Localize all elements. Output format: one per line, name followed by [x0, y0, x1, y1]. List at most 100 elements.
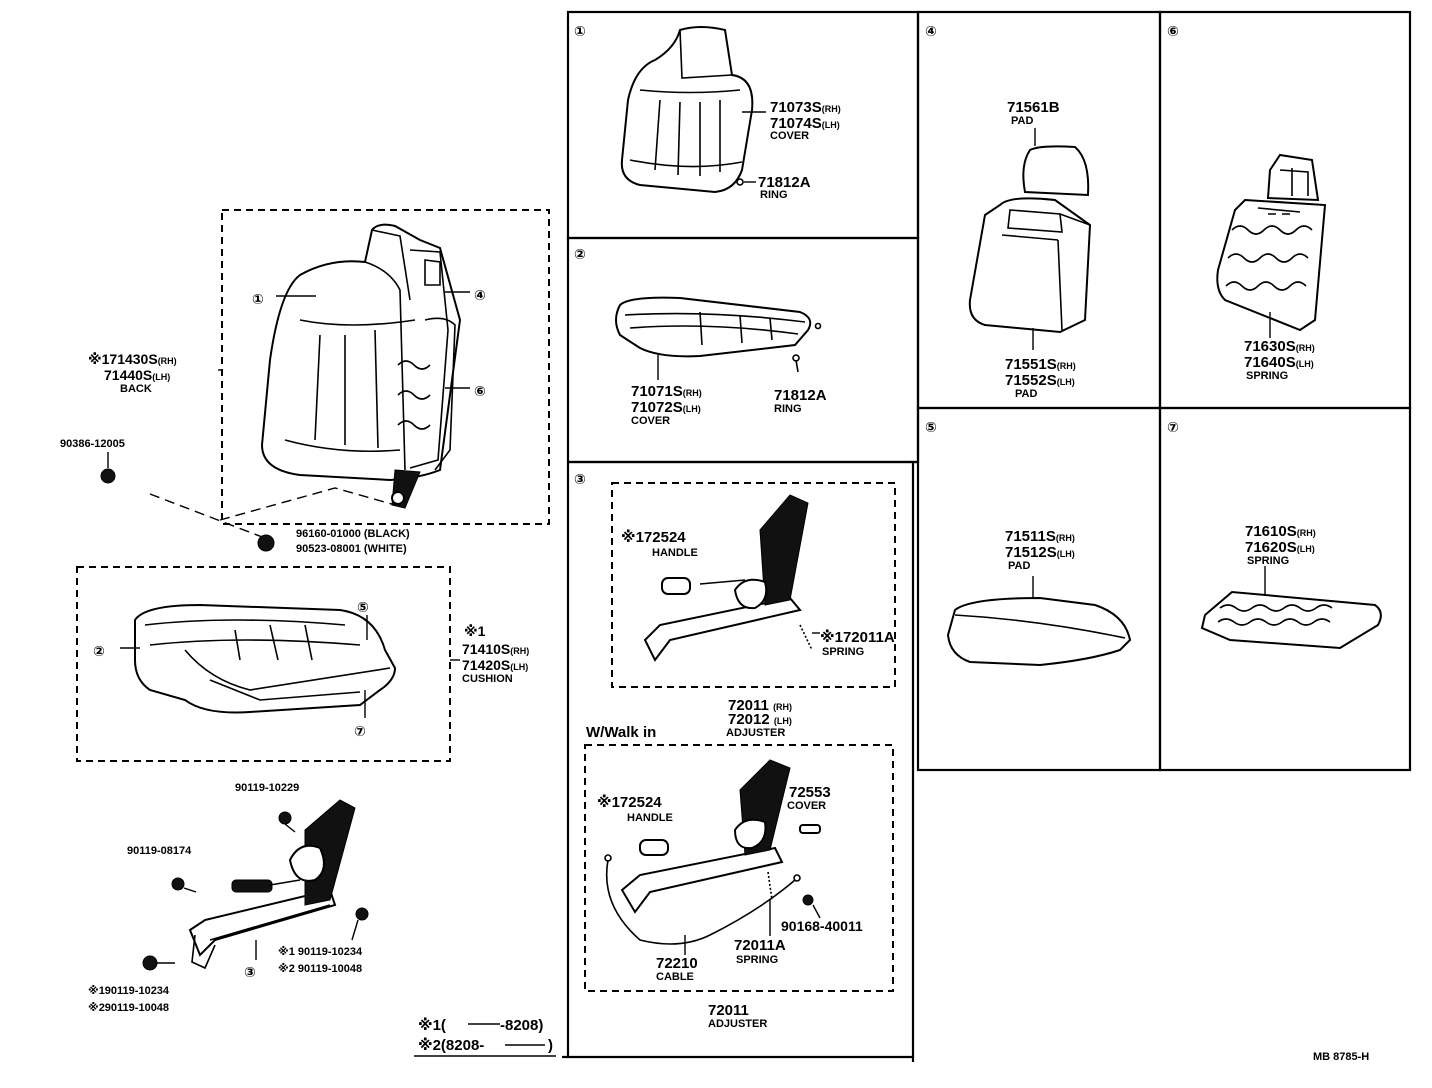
label-panel-3: ※172524 HANDLE ※172011A SPRING 72011 (RH…: [621, 528, 895, 739]
label-panel-4: 71561B PAD 71551S(RH) 71552S(LH) PAD: [1005, 99, 1076, 400]
svg-text:72011A: 72011A: [734, 937, 786, 954]
svg-text:96160-01000 (BLACK): 96160-01000 (BLACK): [296, 528, 410, 540]
svg-text:90386-12005: 90386-12005: [60, 438, 125, 450]
svg-text:RING: RING: [760, 189, 788, 201]
panel-4-back-pad: [968, 128, 1092, 350]
ring-icon: [792, 354, 800, 362]
svg-text:SPRING: SPRING: [1247, 555, 1289, 567]
callout-1-back: ①: [252, 291, 264, 307]
clip-icon: [100, 468, 116, 484]
seat-cushion-assembly: [76, 566, 460, 762]
svg-text:): ): [548, 1037, 553, 1054]
panel-3-walk-in-adjuster: [584, 744, 894, 992]
svg-text:71512S(LH): 71512S(LH): [1005, 544, 1075, 561]
svg-text:PAD: PAD: [1008, 560, 1030, 572]
walk-in-label: W/Walk in: [586, 724, 656, 741]
panel-grid: [562, 10, 1412, 1062]
svg-text:SPRING: SPRING: [822, 646, 864, 658]
diagram-id: MB 8785-H: [1313, 1051, 1369, 1063]
panel-6-back-spring: [1216, 153, 1327, 338]
panel-3-adjuster: [611, 482, 896, 688]
svg-text:RING: RING: [774, 403, 802, 415]
svg-text:71551S(RH): 71551S(RH): [1005, 356, 1076, 373]
callout-5-panel: ⑤: [925, 419, 937, 435]
svg-text:71071S(RH): 71071S(RH): [631, 383, 702, 400]
handle-icon: [231, 879, 273, 893]
adjuster-fasteners: 90119-10229 90119-08174 ※1 90119-10234 ※…: [88, 782, 369, 1014]
label-panel-6: 71630S(RH) 71640S(LH) SPRING: [1244, 338, 1315, 382]
svg-text:71561B: 71561B: [1007, 99, 1060, 116]
svg-text:ADJUSTER: ADJUSTER: [726, 727, 785, 739]
svg-text:COVER: COVER: [631, 415, 670, 427]
svg-text:ADJUSTER: ADJUSTER: [708, 1018, 767, 1030]
callout-2-cushion: ②: [93, 643, 105, 659]
callout-4-panel: ④: [925, 23, 937, 39]
callout-7-cushion: ⑦: [354, 723, 366, 739]
svg-text:CUSHION: CUSHION: [462, 673, 513, 685]
callout-7-panel: ⑦: [1167, 419, 1179, 435]
svg-text:71074S(LH): 71074S(LH): [770, 115, 840, 132]
cushion-group-box: [76, 566, 451, 762]
label-panel-5: 71511S(RH) 71512S(LH) PAD: [1005, 528, 1075, 572]
svg-text:COVER: COVER: [770, 130, 809, 142]
svg-text:71610S(RH): 71610S(RH): [1245, 523, 1316, 540]
footnotes: ※1( -8208) ※2(8208- ): [414, 1016, 556, 1057]
panel-5-cushion-pad: [946, 576, 1132, 667]
label-panel-7: 71610S(RH) 71620S(LH) SPRING: [1245, 523, 1316, 567]
svg-text:CABLE: CABLE: [656, 971, 694, 983]
callout-4-back: ④: [474, 287, 486, 303]
svg-text:71620S(LH): 71620S(LH): [1245, 539, 1315, 556]
svg-text:※1 90119-10234: ※1 90119-10234: [278, 946, 363, 958]
handle-icon: [639, 839, 669, 856]
label-seat-back: ※171430S(RH) 71440S(LH) BACK: [88, 351, 177, 395]
svg-text:90523-08001 (WHITE): 90523-08001 (WHITE): [296, 543, 407, 555]
svg-text:SPRING: SPRING: [1246, 370, 1288, 382]
svg-text:※2(8208-: ※2(8208-: [418, 1036, 484, 1054]
svg-text:※1: ※1: [464, 623, 486, 639]
svg-text:72011 (RH): 72011 (RH): [728, 697, 792, 714]
seat-back-assembly: [218, 209, 550, 525]
label-panel-1: 71073S(RH) 71074S(LH) COVER 71812A RING: [758, 99, 841, 201]
back-group-box: [221, 209, 550, 525]
callout-3-panel: ③: [574, 471, 586, 487]
svg-text:71440S(LH): 71440S(LH): [104, 367, 170, 383]
svg-text:71073S(RH): 71073S(RH): [770, 99, 841, 116]
svg-text:72210: 72210: [656, 955, 698, 972]
svg-text:90119-10229: 90119-10229: [235, 782, 299, 794]
panel-5-frame: [916, 406, 1162, 772]
callout-6-back: ⑥: [474, 383, 486, 399]
label-96160: 96160-01000 (BLACK) 90523-08001 (WHITE): [257, 528, 410, 555]
bolt-icon: [355, 907, 369, 921]
nut-icon: [257, 534, 275, 552]
svg-text:90168-40011: 90168-40011: [781, 918, 863, 934]
svg-text:71552S(LH): 71552S(LH): [1005, 372, 1075, 389]
callout-6-panel: ⑥: [1167, 23, 1179, 39]
svg-text:72011: 72011: [708, 1002, 749, 1019]
svg-text:HANDLE: HANDLE: [652, 547, 698, 559]
svg-text:71072S(LH): 71072S(LH): [631, 399, 701, 416]
svg-text:※171430S(RH): ※171430S(RH): [88, 351, 177, 367]
svg-text:SPRING: SPRING: [736, 954, 778, 966]
panel-1-back-cover: [620, 26, 766, 194]
svg-text:71812A: 71812A: [774, 387, 827, 404]
label-walk-in: ※172524 HANDLE 72553 COVER 90168-40011 7…: [597, 784, 863, 1030]
handle-icon: [661, 577, 691, 595]
adjuster-group-box: [611, 482, 896, 688]
bolt-icon: [278, 811, 292, 825]
svg-text:※172011A: ※172011A: [820, 628, 895, 646]
svg-text:71640S(LH): 71640S(LH): [1244, 354, 1314, 371]
svg-text:71410S(RH): 71410S(RH): [462, 641, 529, 657]
callout-5-cushion: ⑤: [357, 599, 369, 615]
label-cushion: ※1 71410S(RH) 71420S(LH) CUSHION: [462, 623, 529, 685]
svg-text:71420S(LH): 71420S(LH): [462, 657, 528, 673]
callout-3-adjuster: ③: [244, 964, 256, 980]
seat-adjuster-assembly: [188, 799, 356, 970]
bolt-icon: [142, 955, 158, 971]
svg-text:※2 90119-10048: ※2 90119-10048: [278, 963, 362, 975]
panel-7-frame: [1158, 406, 1412, 772]
cover-icon: [799, 824, 821, 834]
svg-text:PAD: PAD: [1011, 115, 1033, 127]
svg-text:71630S(RH): 71630S(RH): [1244, 338, 1315, 355]
bolt-icon: [171, 877, 185, 891]
